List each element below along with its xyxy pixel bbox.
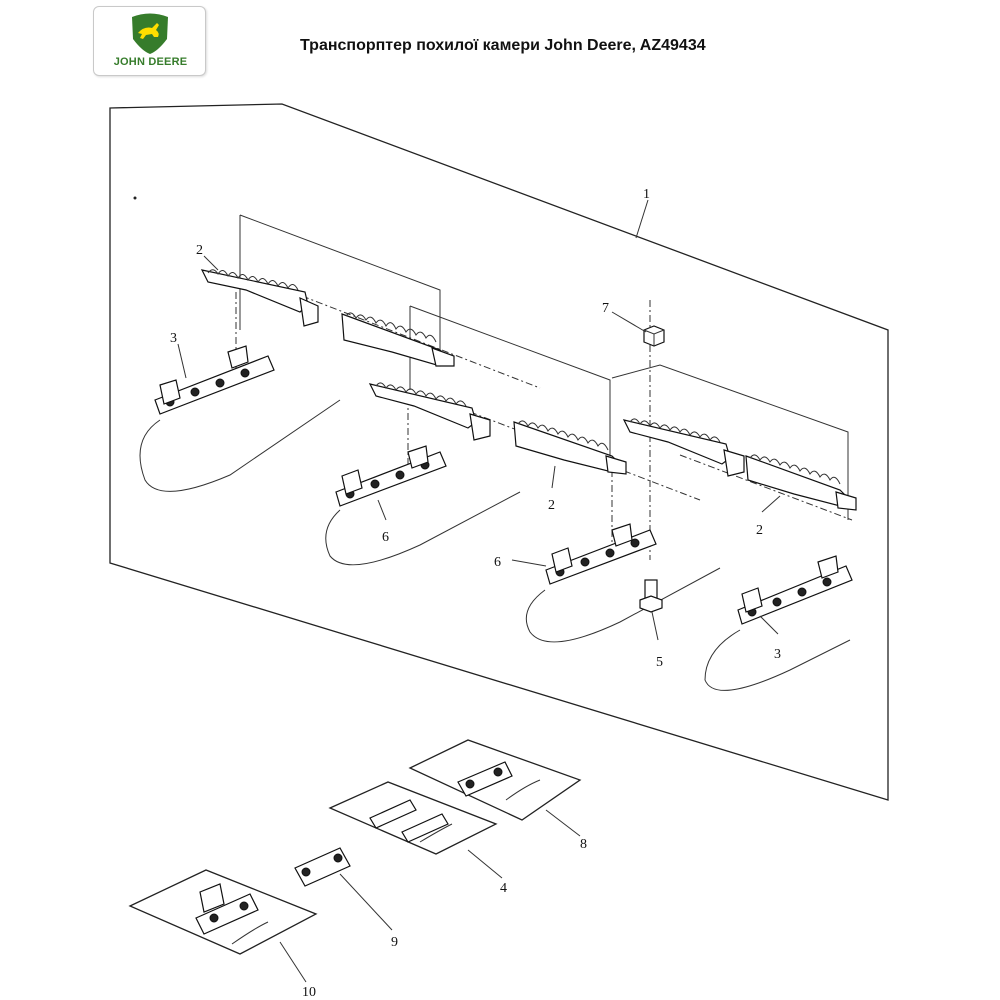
callout-6-right: 6: [494, 555, 501, 570]
link-plate-part-4: [369, 799, 453, 843]
chain-part-3-left: [139, 345, 341, 492]
callout-2-right: 2: [756, 523, 763, 538]
kit-panel-4-outline: [328, 781, 498, 855]
kit-panel-10-outline: [128, 869, 318, 955]
kit-panel-8-outline: [408, 739, 582, 821]
callout-3-right: 3: [774, 647, 781, 662]
john-deere-logo: JOHN DEERE: [93, 6, 206, 76]
leader-lines: [177, 199, 781, 983]
callout-2-left: 2: [196, 243, 203, 258]
callout-1: 1: [643, 187, 650, 202]
callout-9: 9: [391, 935, 398, 950]
callout-6-middle: 6: [382, 530, 389, 545]
outer-link-part-9: [294, 847, 351, 887]
slat-part-2: [200, 269, 455, 367]
slat-part-2-right: [622, 418, 857, 511]
chain-part-6-right: [525, 523, 721, 643]
logo-wordmark: JOHN DEERE: [113, 56, 188, 68]
callout-8: 8: [580, 837, 587, 852]
callout-3-left: 3: [170, 331, 177, 346]
slat-part-2-middle: [368, 382, 627, 475]
assembly-panel-outline: [109, 103, 889, 801]
nut-part-7: [643, 325, 665, 347]
chain-part-3-right: [704, 555, 853, 691]
attachment-link-part-10: [195, 883, 269, 945]
callout-2-middle: 2: [548, 498, 555, 513]
deer-emblem-icon: [132, 13, 168, 54]
chain-part-6-middle: [325, 445, 521, 566]
callout-7: 7: [602, 301, 609, 316]
callout-4: 4: [500, 881, 507, 896]
callout-10: 10: [302, 985, 316, 1000]
callout-labels: 1 2 2 2 3 3 4 5 6 6 7 8 9 10: [170, 187, 781, 1000]
page-title: Транспорптер похилої камери John Deere, …: [300, 37, 706, 54]
connecting-link-part-8: [457, 761, 541, 801]
speck: [133, 196, 137, 200]
bolt-part-5: [639, 579, 663, 613]
callout-5: 5: [656, 655, 663, 670]
